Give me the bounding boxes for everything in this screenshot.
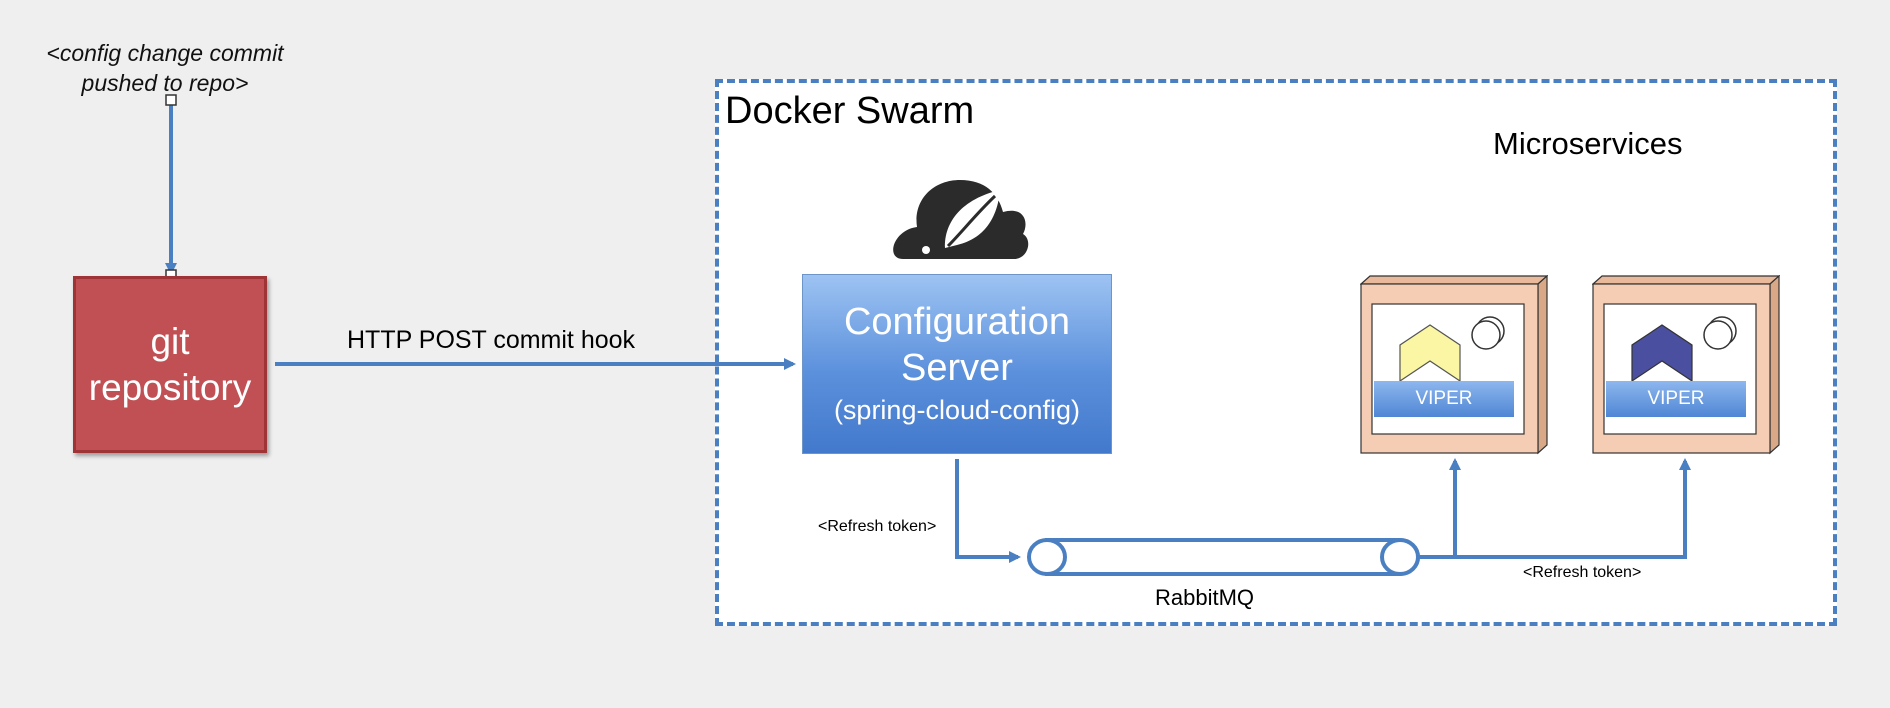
- refresh-arrow-to-rabbitmq: [955, 459, 1021, 563]
- service-chevron-icon: [1631, 324, 1693, 383]
- commit-note-line2: pushed to repo>: [81, 70, 249, 96]
- microservice-node-2: VIPER: [1592, 275, 1780, 455]
- refresh-token-label-left: <Refresh token>: [818, 518, 937, 535]
- refresh-token-label-right: <Refresh token>: [1523, 564, 1642, 581]
- rabbitmq-label: RabbitMQ: [1155, 585, 1255, 610]
- rabbitmq-pipe-icon: [1027, 538, 1420, 576]
- commit-note: <config change commit pushed to repo>: [20, 38, 310, 98]
- config-server-line1: Configuration: [843, 301, 1071, 343]
- microservices-title: Microservices: [1493, 126, 1683, 161]
- configuration-server-box: Configuration Server (spring-cloud-confi…: [802, 274, 1112, 454]
- 3d-node-icon: [1592, 275, 1780, 455]
- service-chevron-icon: [1399, 324, 1461, 383]
- viper-label-2: VIPER: [1606, 381, 1746, 417]
- git-line2: repository: [88, 366, 252, 408]
- config-server-line2: Server: [901, 347, 1013, 389]
- docker-swarm-title: Docker Swarm: [725, 90, 975, 132]
- viper-label-1: VIPER: [1374, 381, 1514, 417]
- microservice-node-1: VIPER: [1360, 275, 1548, 455]
- spring-cloud-logo-icon: [893, 180, 1029, 259]
- git-repository-box: git repository: [73, 276, 267, 453]
- connector-handle-top: [165, 94, 177, 106]
- config-server-line3: (spring-cloud-config): [833, 395, 1081, 425]
- refresh-arrow-to-viper-2: [1455, 458, 1691, 559]
- 3d-node-icon: [1360, 275, 1548, 455]
- commit-note-line1: <config change commit: [46, 40, 284, 66]
- refresh-arrow-to-viper-1: [1419, 458, 1461, 559]
- http-post-label: HTTP POST commit hook: [347, 326, 636, 354]
- git-line1: git: [150, 320, 190, 362]
